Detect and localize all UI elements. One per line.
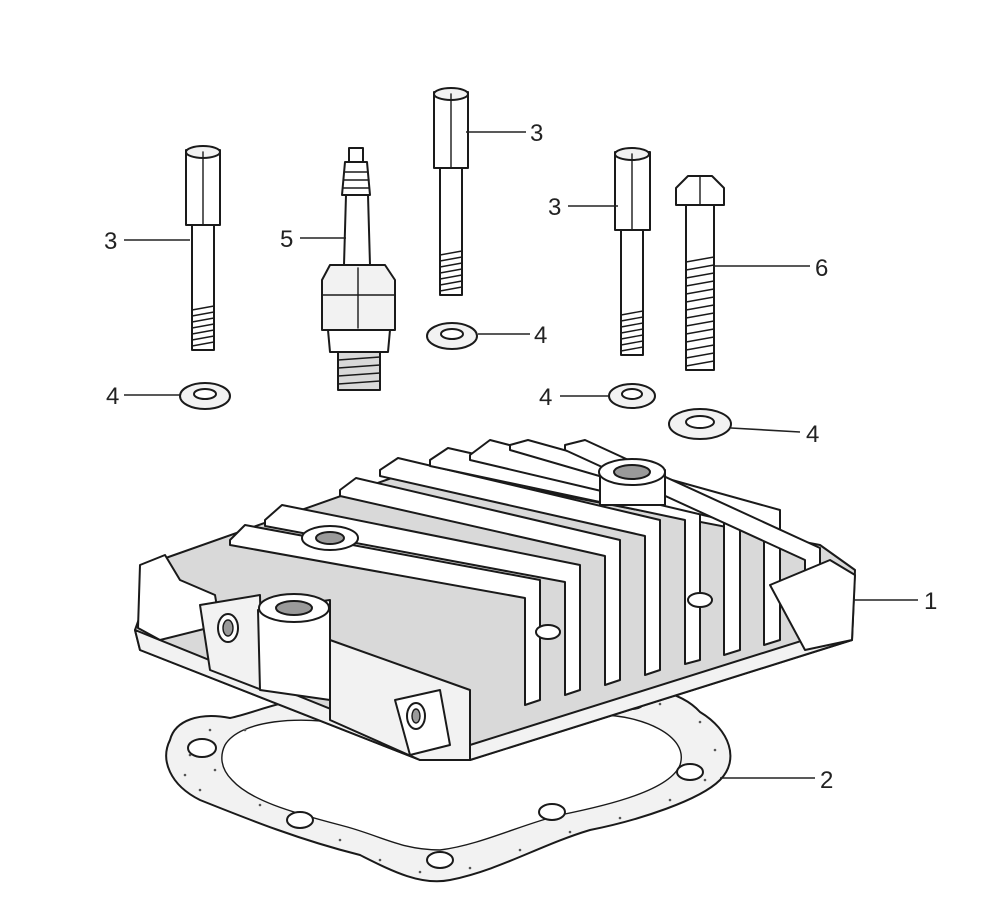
callout-c4d: 4 xyxy=(806,421,819,448)
callout-c4a: 4 xyxy=(106,383,119,410)
washer-left xyxy=(179,382,231,410)
callout-c4b: 4 xyxy=(534,322,547,349)
washer-right-lower xyxy=(668,408,732,440)
hex-bolt xyxy=(675,175,725,371)
spark-plug xyxy=(321,147,396,391)
stud-bolt-left xyxy=(185,145,221,351)
callout-labels: 3 5 3 3 6 4 4 4 4 1 2 xyxy=(104,120,937,794)
head-gasket xyxy=(165,686,732,883)
stud-bolt-center xyxy=(433,87,469,296)
callout-c2: 2 xyxy=(820,767,833,794)
callout-c3c: 3 xyxy=(548,194,561,221)
callout-c1: 1 xyxy=(924,588,937,615)
callout-c4c: 4 xyxy=(539,384,552,411)
washer-center xyxy=(426,322,478,350)
stud-bolt-right xyxy=(614,147,651,356)
cylinder-head xyxy=(134,439,856,761)
callout-c3b: 3 xyxy=(530,120,543,147)
callout-c6: 6 xyxy=(815,255,828,282)
leader-c4d xyxy=(730,427,801,433)
washer-right-upper xyxy=(608,383,656,409)
leader-lines xyxy=(124,131,918,779)
callout-c3a: 3 xyxy=(104,228,117,255)
callout-c5: 5 xyxy=(280,226,293,253)
